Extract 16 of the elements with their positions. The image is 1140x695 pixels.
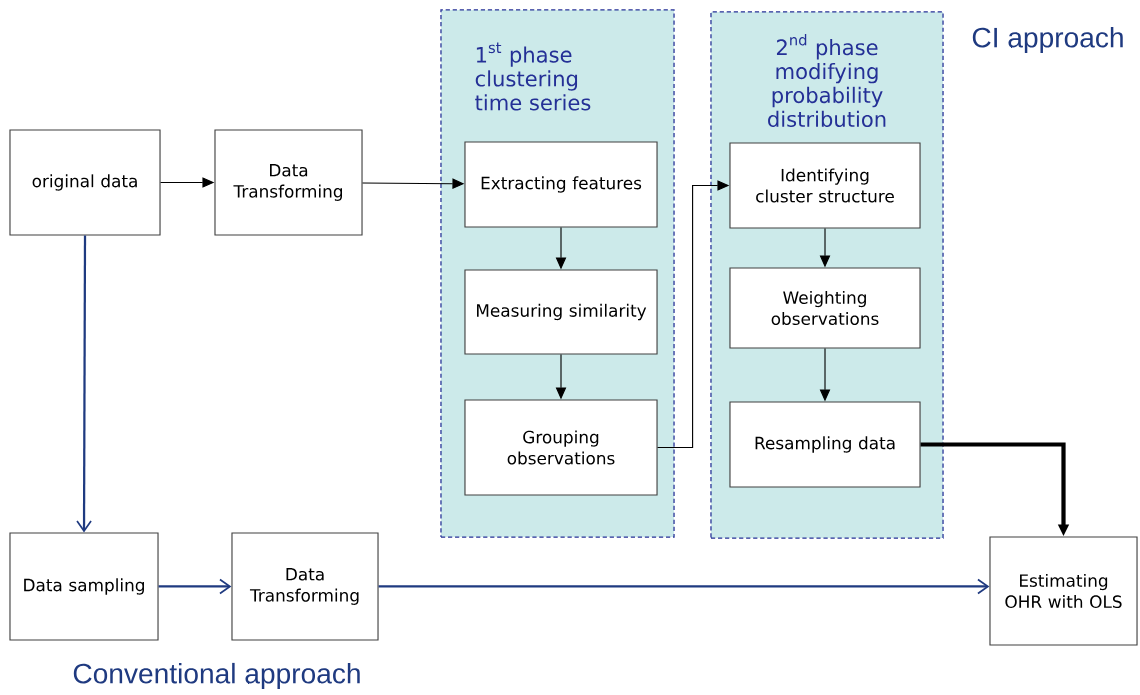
process-box: Data Transforming — [231, 532, 379, 641]
process-box: Extracting features — [464, 141, 658, 228]
arrow — [378, 578, 990, 595]
arrow — [76, 235, 92, 533]
process-box: Estimating OHR with OLS — [989, 536, 1138, 646]
process-box: Data Transforming — [214, 129, 363, 236]
process-box: Identifying cluster structure — [729, 142, 921, 229]
process-box: Measuring similarity — [464, 269, 658, 355]
process-box: Resampling data — [729, 401, 921, 488]
process-box: Data sampling — [9, 532, 159, 641]
process-box: Weighting observations — [729, 267, 921, 349]
arrow — [158, 578, 232, 595]
process-box: Grouping observations — [464, 399, 658, 496]
approach-title: Conventional approach — [73, 662, 360, 690]
process-box: original data — [9, 129, 161, 236]
approach-title: CI approach — [972, 26, 1123, 54]
